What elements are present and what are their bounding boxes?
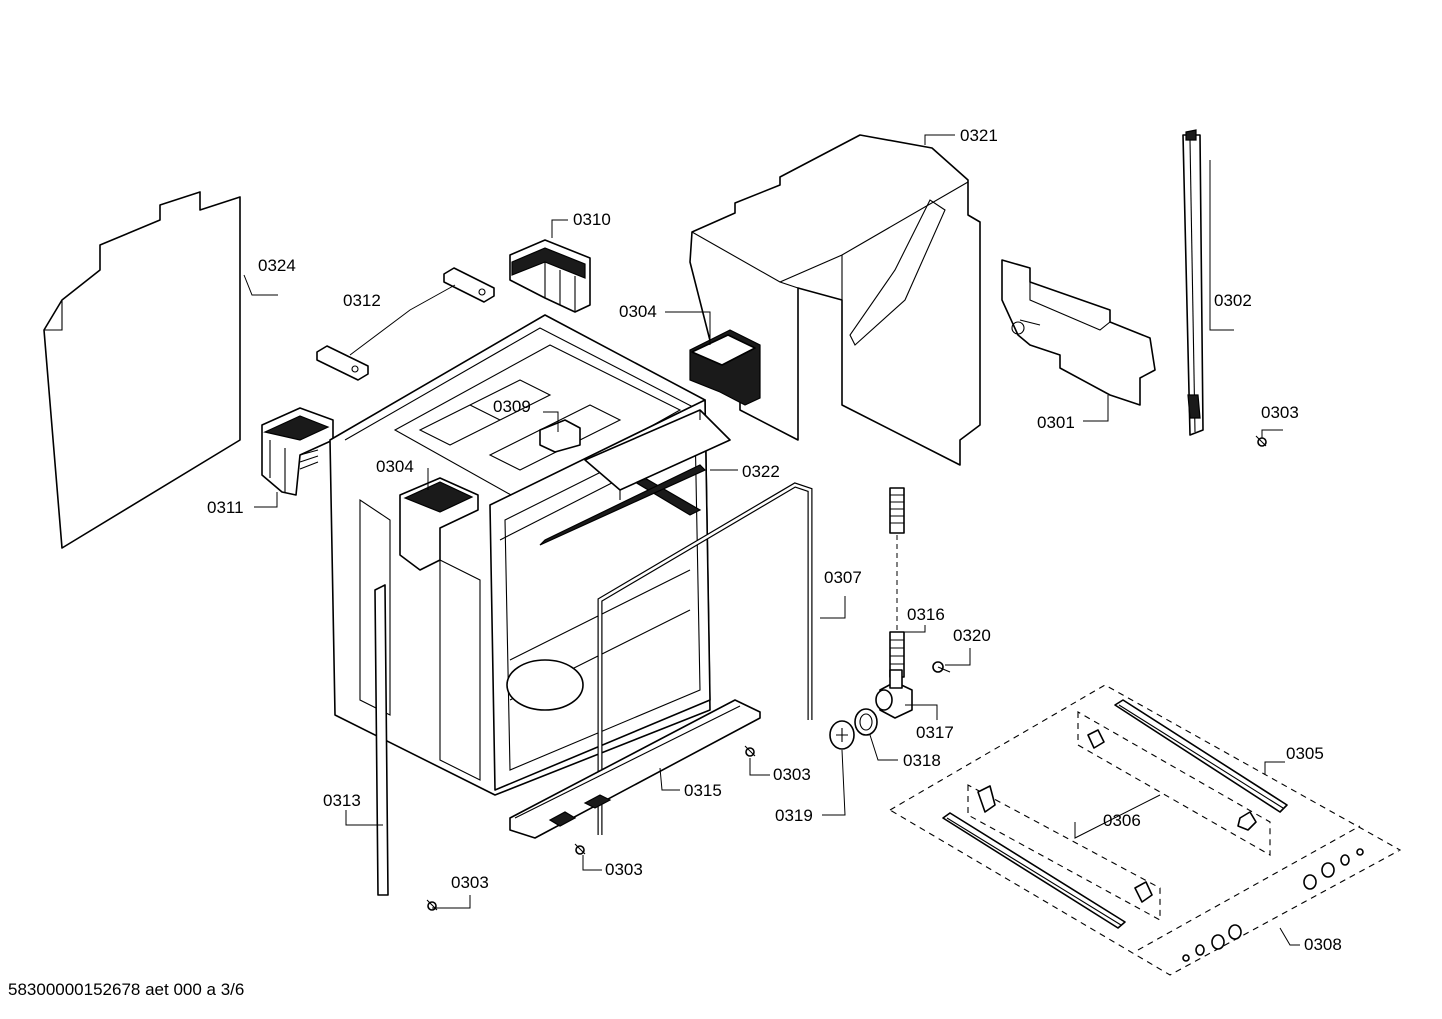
callout-0307: 0307: [824, 568, 862, 587]
part-0306-rail[interactable]: [942, 785, 1153, 929]
part-0301-rear-bracket[interactable]: [1001, 259, 1156, 406]
callout-0320: 0320: [953, 626, 991, 645]
callout-0311: 0311: [207, 498, 244, 517]
drawing-reference-number: 58300000152678 aet 000 a 3/6: [8, 980, 245, 999]
callout-0306: 0306: [1103, 811, 1141, 830]
callout-0309: 0309: [493, 397, 531, 416]
part-0308-installation-kit[interactable]: [888, 684, 1402, 976]
callout-0315: 0315: [684, 781, 722, 800]
part-0313-front-strip[interactable]: [374, 584, 389, 896]
part-0303-screw[interactable]: [574, 843, 586, 855]
callout-0303: 0303: [605, 860, 643, 879]
callout-0319: 0319: [775, 806, 813, 825]
callout-0321: 0321: [960, 126, 998, 145]
part-0321-insulation-shroud[interactable]: [689, 134, 981, 466]
callout-0313: 0313: [323, 791, 361, 810]
callout-0301: 0301: [1037, 413, 1075, 432]
part-0318-ring[interactable]: [854, 708, 878, 736]
leader-lines: [243, 134, 1300, 946]
part-0316-hose[interactable]: [889, 487, 905, 678]
part-0315-base-plate[interactable]: [509, 699, 761, 839]
part-0303-screw[interactable]: [1255, 435, 1267, 447]
callout-0324: 0324: [258, 256, 296, 275]
callout-0305: 0305: [1286, 744, 1324, 763]
part-0310-hinge-clip[interactable]: [509, 239, 591, 313]
callout-labels: 0321 0310 0324 0312 0304 0302 0309 0301 …: [207, 126, 1342, 954]
callout-0318: 0318: [903, 751, 941, 770]
callout-0304: 0304: [376, 457, 414, 476]
main-tub-assembly[interactable]: [329, 314, 711, 796]
callout-0322: 0322: [742, 462, 780, 481]
part-0320-screw[interactable]: [932, 661, 951, 673]
part-0307-door-seal[interactable]: [597, 482, 813, 835]
callout-0316: 0316: [907, 605, 945, 624]
part-0319-cap[interactable]: [829, 720, 855, 750]
part-0311-hinge-clip[interactable]: [261, 407, 334, 496]
part-0308-hardware-set[interactable]: [1182, 848, 1364, 962]
callout-0317: 0317: [916, 723, 954, 742]
part-0302-vertical-rail[interactable]: [1182, 129, 1204, 436]
callout-0303: 0303: [1261, 403, 1299, 422]
callout-0312: 0312: [343, 291, 381, 310]
callout-0303: 0303: [773, 765, 811, 784]
part-0322-seal-strip[interactable]: [584, 409, 731, 500]
callout-0308: 0308: [1304, 935, 1342, 954]
part-0317-drain-fitting[interactable]: [875, 669, 913, 719]
callout-0302: 0302: [1214, 291, 1252, 310]
part-0324-side-insulation-panel[interactable]: [43, 191, 241, 549]
callout-0310: 0310: [573, 210, 611, 229]
part-0312-mounting-brackets[interactable]: [316, 267, 495, 381]
part-0303-screw[interactable]: [744, 745, 756, 757]
part-0305-rail[interactable]: [1087, 699, 1288, 831]
callout-0303: 0303: [451, 873, 489, 892]
callout-0304: 0304: [619, 302, 657, 321]
